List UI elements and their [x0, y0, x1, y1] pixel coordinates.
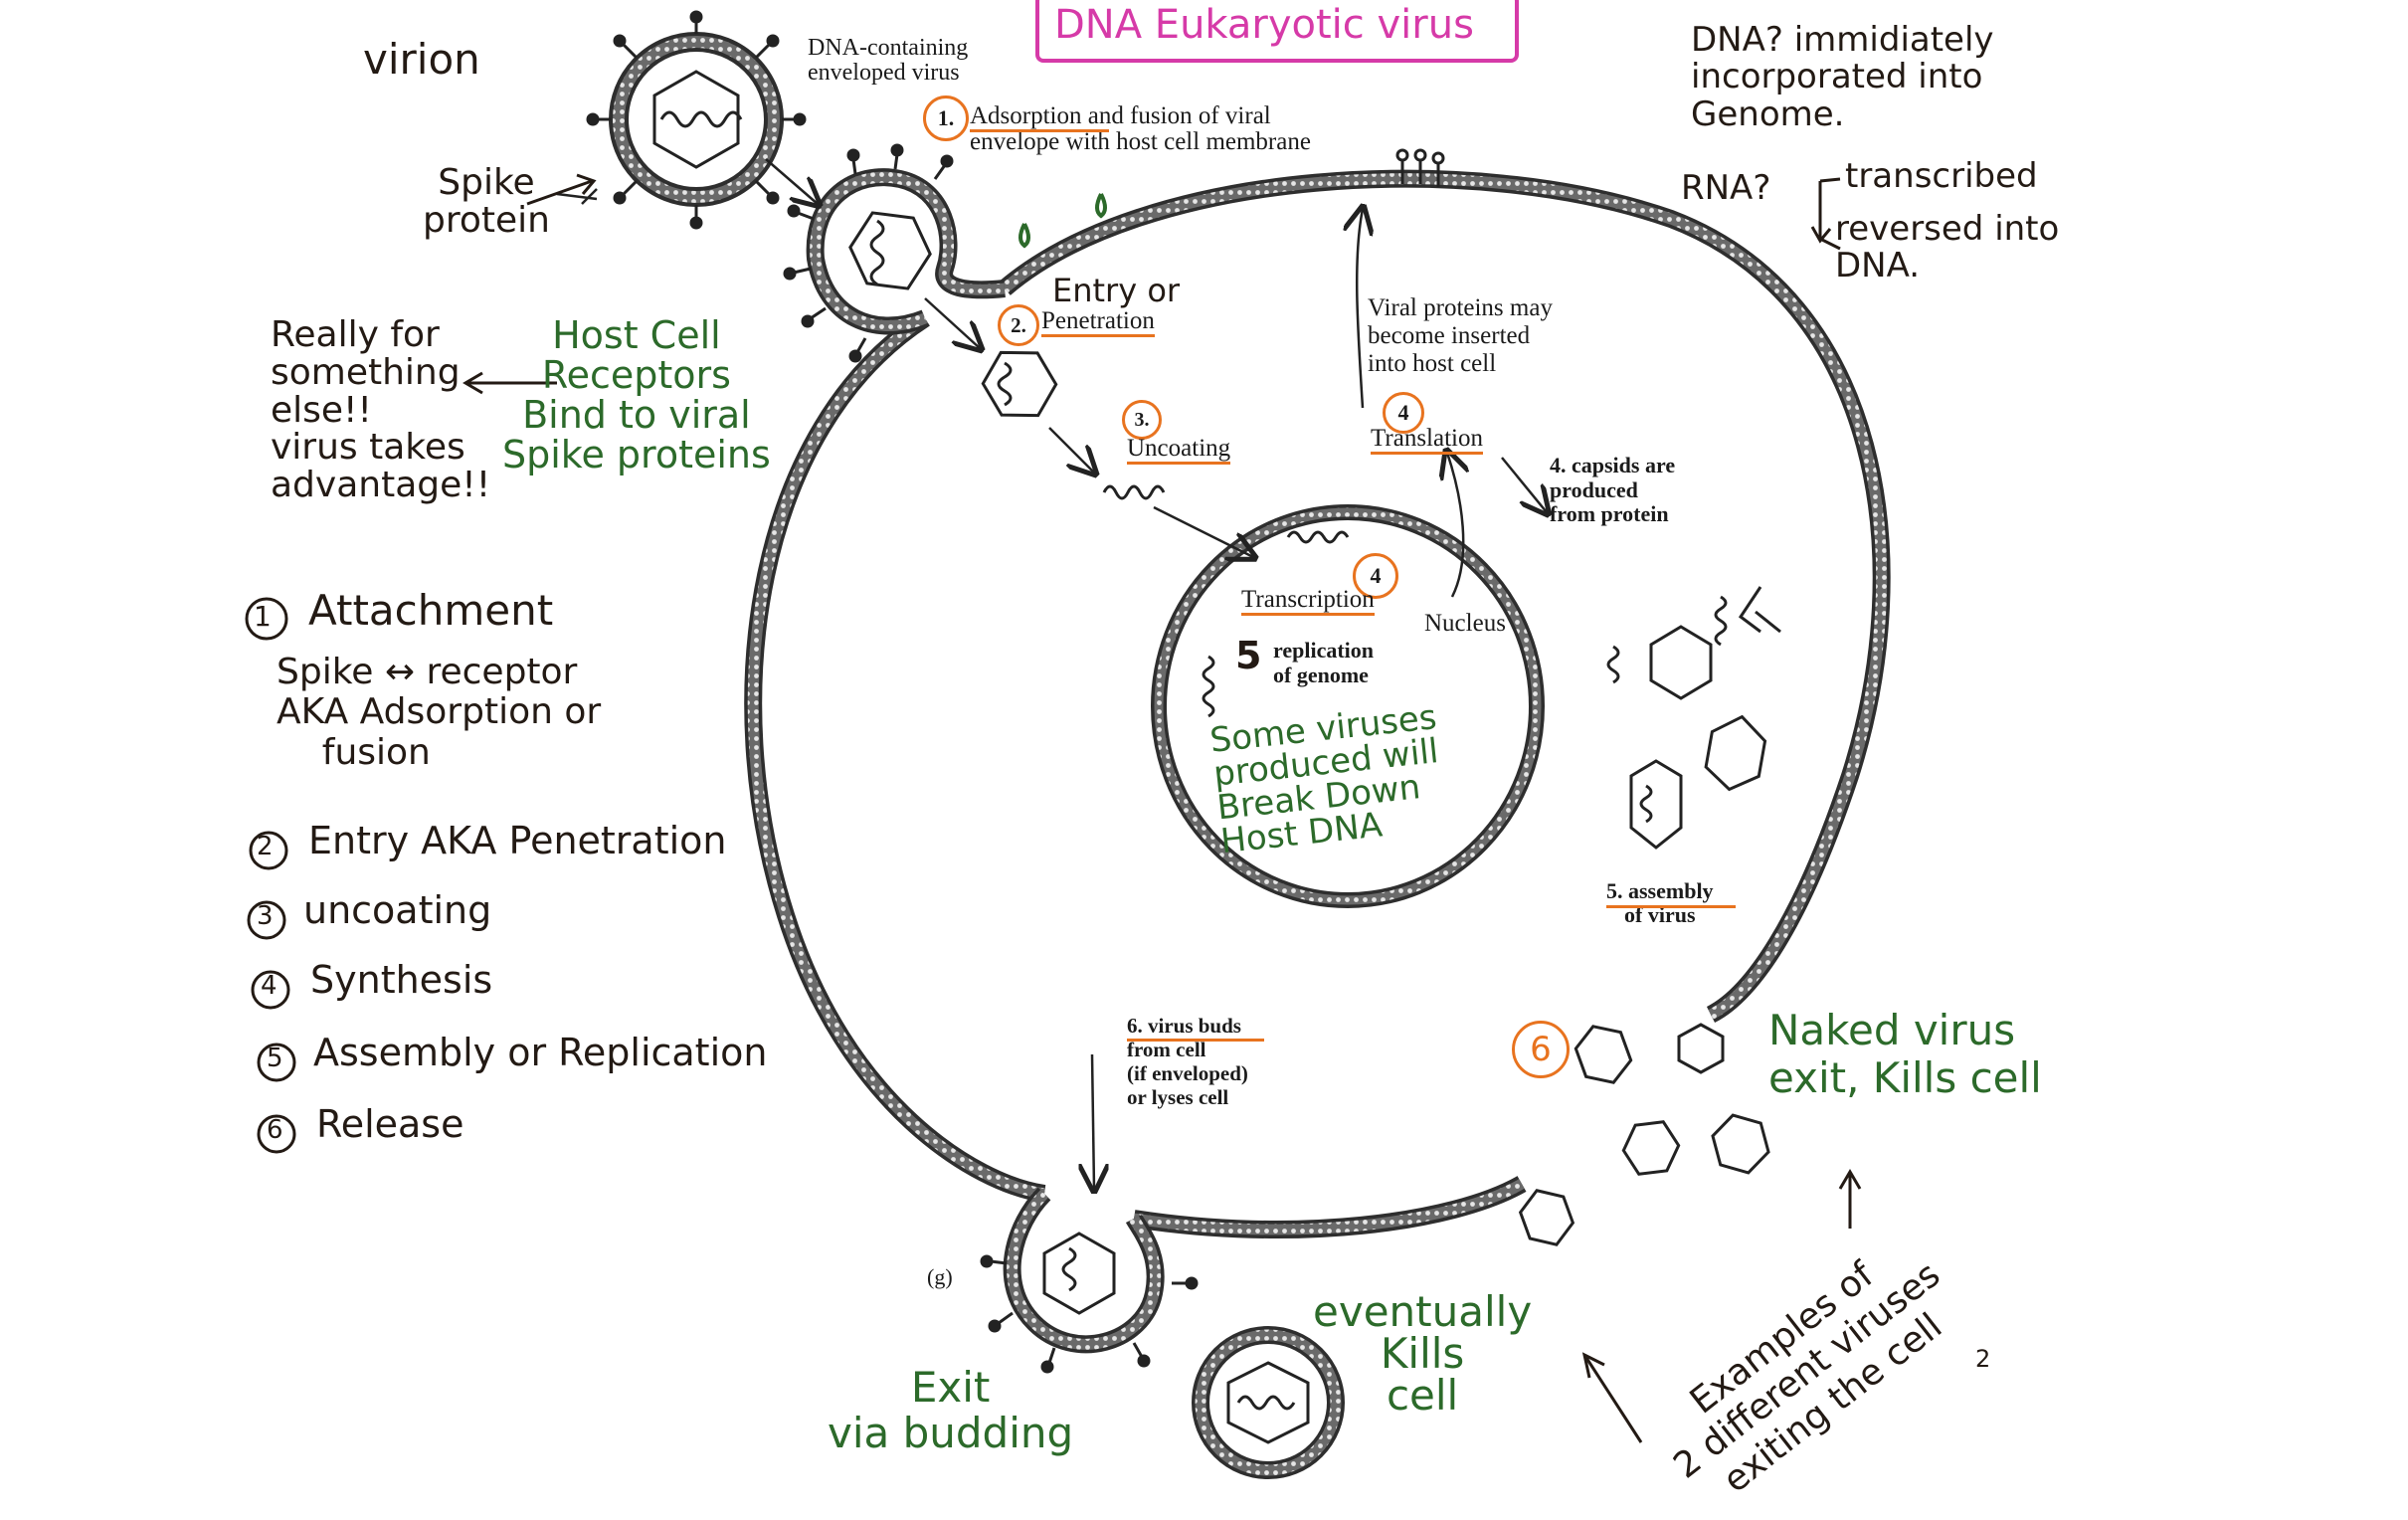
reversed-note: reversed into DNA.: [1835, 209, 2060, 286]
legend-item-number: 2: [257, 832, 274, 861]
released-virion-drawing: [1192, 1326, 1345, 1479]
virion-label: virion: [363, 35, 480, 84]
buds-underline: [1127, 1039, 1264, 1042]
release-number: 6: [1512, 1021, 1570, 1078]
step3-text: Uncoating: [1127, 435, 1231, 466]
really-note: Really for something else!! virus takes …: [271, 314, 491, 506]
legend-item-label: uncoating: [303, 888, 492, 932]
legend-number-circles: [245, 597, 296, 1154]
step2-number: 2.: [998, 304, 1039, 346]
transcribed-note: transcribed: [1845, 156, 2038, 196]
legend-item-number: 5: [267, 1044, 283, 1073]
legend-item-label: Release: [316, 1102, 464, 1146]
legend-attachment: Attachment: [308, 586, 554, 635]
spike-protein-label: Spike protein: [423, 162, 550, 241]
virion-drawing: [586, 10, 807, 230]
legend-item-label: Assembly or Replication: [313, 1031, 768, 1074]
replication-number: 5: [1235, 634, 1262, 677]
assembling-capsids: [1518, 586, 1781, 1246]
translation-text: Translation: [1371, 425, 1483, 456]
rna-note: RNA?: [1681, 168, 1771, 208]
legend-item-label: Entry AKA Penetration: [308, 819, 727, 862]
legend-item-label: Synthesis: [310, 958, 493, 1002]
exit-via-budding-note: Exit via budding: [828, 1363, 1074, 1458]
capsids-note: 4. capsids are produced from protein: [1550, 453, 1676, 527]
title-box: [1035, 0, 1519, 63]
penetrating-capsid: [981, 350, 1350, 718]
g-label: (g): [927, 1264, 953, 1289]
transcription-number: 4: [1353, 553, 1398, 599]
some-viruses-note: Some viruses produced will Break Down Ho…: [1207, 697, 1441, 862]
transcription-text: Transcription: [1241, 586, 1375, 617]
viral-proteins-note: Viral proteins may become inserted into …: [1368, 294, 1553, 377]
page-number: 2: [1975, 1345, 1991, 1373]
legend-item-number: 6: [267, 1115, 283, 1145]
step1-number: 1.: [923, 95, 969, 141]
host-receptors-note: Host Cell Receptors Bind to viral Spike …: [502, 313, 771, 476]
virus-buds-note: 6. virus buds from cell (if enveloped) o…: [1127, 1014, 1248, 1109]
legend-item-number: 4: [261, 971, 278, 1001]
legend-item-number: 3: [257, 901, 274, 931]
step2-text: Penetration: [1041, 307, 1155, 338]
assembly-note: 5. assembly of virus: [1606, 878, 1714, 928]
assembly-underline: [1606, 905, 1736, 908]
note-pointers: [463, 173, 1862, 1443]
budding-virus-drawing: [980, 1187, 1199, 1374]
legend-attachment-sub: Spike ↔ receptor AKA Adsorption or fusio…: [277, 652, 602, 773]
dna-note: DNA? immidiately incorporated into Genom…: [1691, 20, 1994, 134]
process-arrows: [556, 158, 1547, 1189]
nucleus-membrane: [1151, 504, 1545, 908]
translation-number: 4: [1383, 392, 1424, 434]
diagram-title: DNA Eukaryotic virus: [1054, 2, 1474, 48]
legend-attachment-number: 1: [254, 600, 272, 633]
virion-caption: DNA-containing enveloped virus: [808, 35, 969, 87]
host-cell-membrane: [744, 169, 1891, 1238]
replication-text: replication of genome: [1273, 638, 1375, 687]
nucleus-label: Nucleus: [1424, 610, 1506, 637]
step1-underline: [970, 129, 1109, 132]
naked-virus-note: Naked virus exit, Kills cell: [1768, 1006, 2042, 1103]
eventually-kills-note: eventually Kills cell: [1313, 1287, 1533, 1420]
step3-number: 3.: [1122, 400, 1162, 440]
step2-hand: Entry or: [1052, 272, 1181, 309]
step1-text: Adsorption and fusion of viral envelope …: [970, 102, 1311, 156]
fusing-virus-drawing: [783, 143, 1445, 363]
